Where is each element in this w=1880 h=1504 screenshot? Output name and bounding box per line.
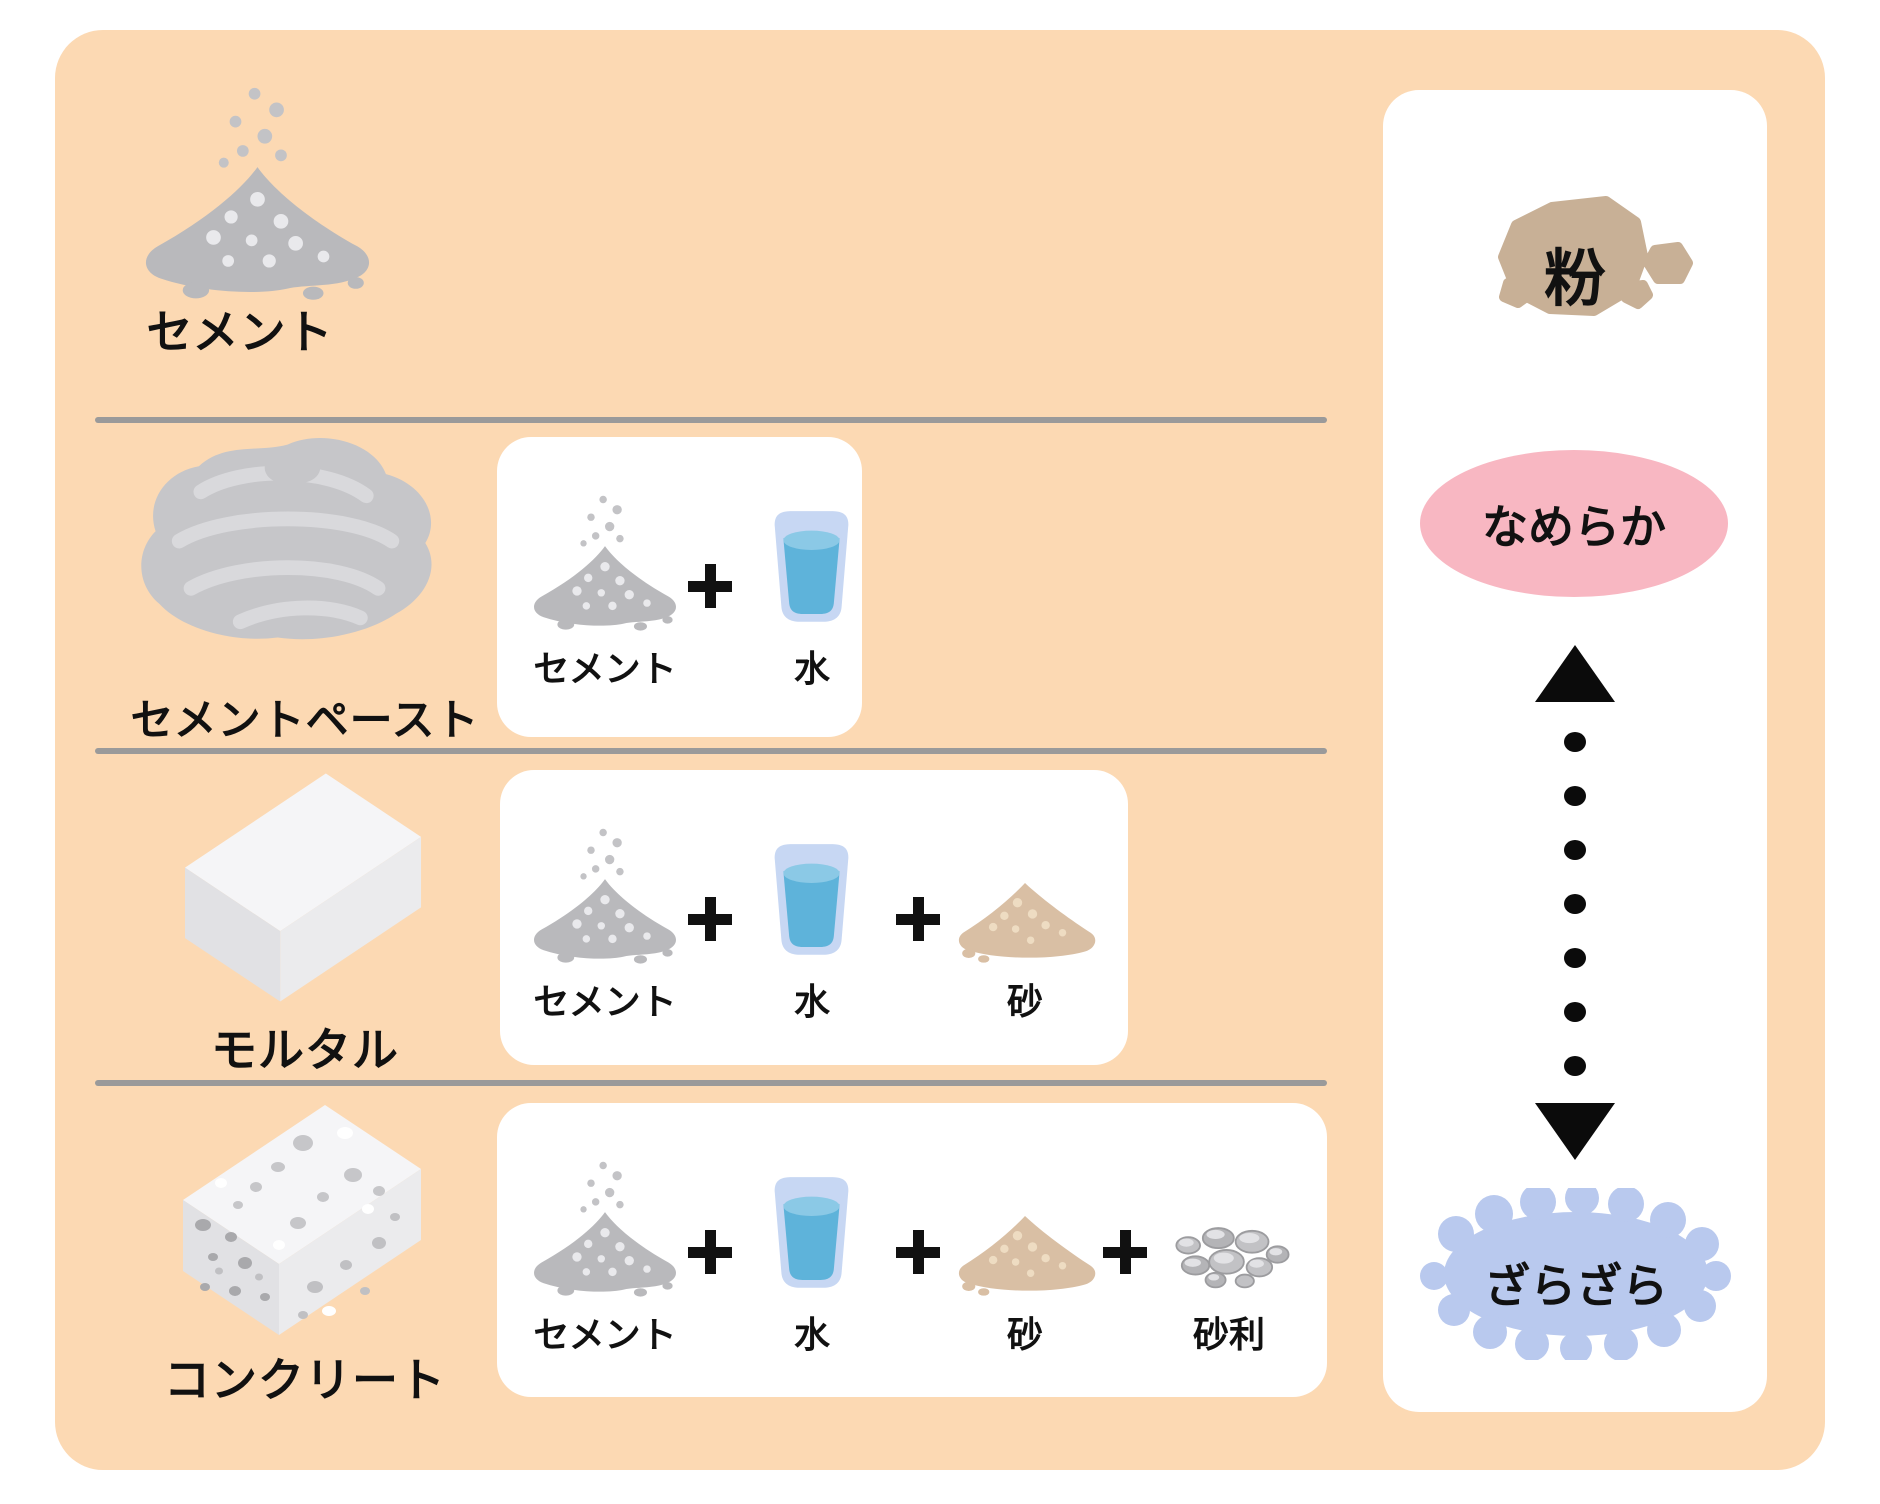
- cement-powder-pile-icon: [530, 492, 680, 632]
- sand-pile-icon: [950, 1211, 1100, 1296]
- cement-powder-pile-icon: [530, 1158, 680, 1298]
- dotted-line-dot: [1564, 840, 1586, 860]
- ingredient-label-water: 水: [793, 648, 830, 689]
- dotted-line-dot: [1564, 1002, 1586, 1022]
- smooth-badge: なめらか: [1420, 450, 1728, 597]
- dotted-line-dot: [1564, 948, 1586, 968]
- row-title-cement: セメント: [146, 306, 334, 358]
- plus-icon: [688, 1230, 732, 1274]
- scale-label-smooth: なめらか: [1482, 500, 1666, 553]
- cement-paste-swirl-icon: [130, 428, 445, 660]
- ingredient-label-sand: 砂: [1006, 1314, 1043, 1355]
- dotted-line-dot: [1564, 894, 1586, 914]
- recipe-card-concrete: セメント 水 砂 砂利: [497, 1103, 1327, 1397]
- plus-icon: [896, 1230, 940, 1274]
- concrete-block-icon: [183, 1105, 423, 1337]
- row-title-cement-paste: セメントペースト: [130, 697, 480, 745]
- arrow-down-icon: [1535, 1103, 1615, 1160]
- plus-icon: [896, 897, 940, 941]
- ingredient-label-water: 水: [793, 1314, 830, 1355]
- water-glass-icon: [763, 507, 860, 624]
- recipe-card-cement-paste: セメント 水: [497, 437, 862, 737]
- recipe-card-mortar: セメント 水 砂: [500, 770, 1128, 1065]
- gravel-stones-icon: [1168, 1218, 1296, 1291]
- scale-label-powder: 粉: [1543, 245, 1606, 314]
- mortar-block-icon: [185, 773, 423, 1004]
- water-glass-icon: [763, 1173, 860, 1290]
- arrow-up-icon: [1535, 645, 1615, 702]
- plus-icon: [688, 564, 732, 608]
- cement-powder-pile-icon: [530, 825, 680, 965]
- row-divider: [95, 417, 1327, 423]
- ingredient-label-water: 水: [793, 981, 830, 1022]
- ingredient-label-cement: セメント: [533, 1314, 677, 1355]
- plus-icon: [1103, 1230, 1147, 1274]
- dotted-line-dot: [1564, 1056, 1586, 1076]
- scale-label-rough: ざらざら: [1484, 1260, 1668, 1312]
- ingredient-label-gravel: 砂利: [1192, 1314, 1265, 1355]
- cement-powder-pile-icon: [140, 82, 375, 302]
- ingredient-label-cement: セメント: [533, 981, 677, 1022]
- plus-icon: [688, 897, 732, 941]
- ingredient-label-sand: 砂: [1006, 981, 1043, 1022]
- row-title-concrete: コンクリート: [164, 1354, 446, 1406]
- dotted-line-dot: [1564, 732, 1586, 752]
- dotted-line-dot: [1564, 786, 1586, 806]
- sand-pile-icon: [950, 878, 1100, 963]
- row-divider: [95, 748, 1327, 754]
- ingredient-label-cement: セメント: [533, 648, 677, 689]
- row-title-mortar: モルタル: [211, 1024, 399, 1076]
- water-glass-icon: [763, 840, 860, 957]
- row-divider: [95, 1080, 1327, 1086]
